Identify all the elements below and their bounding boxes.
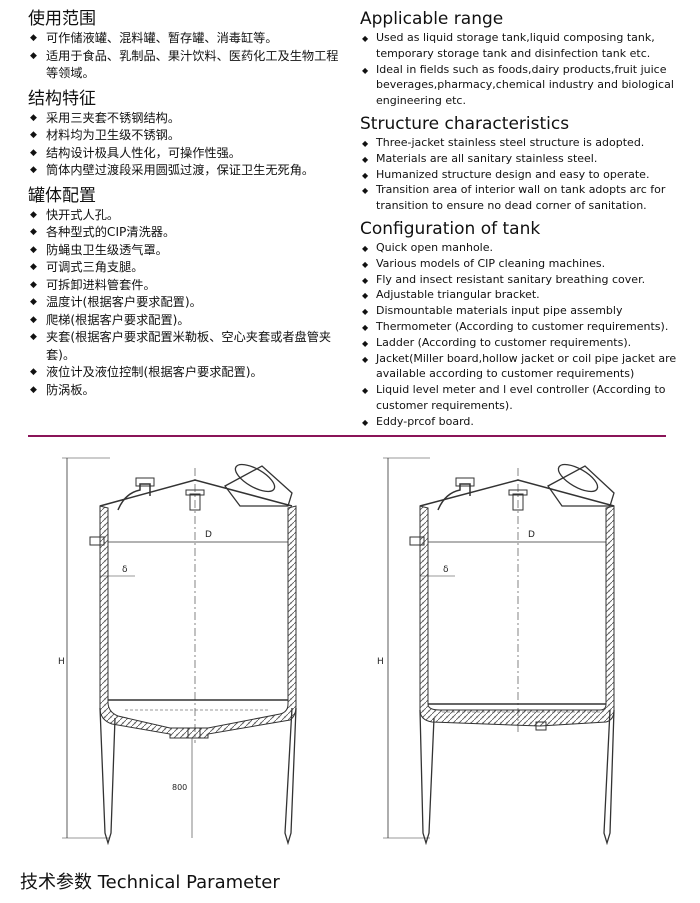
cn-config-title: 罐体配置 bbox=[28, 185, 96, 206]
en-struct-title: Structure characteristics bbox=[360, 113, 570, 134]
dim-d-label: D bbox=[528, 530, 535, 540]
cn-struct-title: 结构特征 bbox=[28, 88, 96, 109]
dim-h-label: H bbox=[58, 657, 65, 667]
list-item: 夹套(根据客户要求配置米勒板、空心夹套或者盘管夹套)。 bbox=[28, 329, 346, 364]
chinese-column: 使用范围 可作储液罐、混料罐、暂存罐、消毒缸等。 适用于食品、乳制品、果汁饮料、… bbox=[28, 0, 346, 399]
list-item: 快开式人孔。 bbox=[28, 207, 346, 225]
list-item: Eddy-prcof board. bbox=[360, 414, 680, 431]
tank-drawing-flat: H D δ bbox=[377, 457, 615, 846]
dim-h-label: H bbox=[377, 657, 384, 667]
dim-800-label: 800 bbox=[172, 783, 187, 792]
dim-d-label: D bbox=[205, 530, 212, 540]
en-struct-list: Three-jacket stainless steel structure i… bbox=[360, 135, 680, 214]
list-item: 防涡板。 bbox=[28, 382, 346, 400]
cn-range-list: 可作储液罐、混料罐、暂存罐、消毒缸等。 适用于食品、乳制品、果汁饮料、医药化工及… bbox=[28, 30, 346, 83]
list-item: 液位计及液位控制(根据客户要求配置)。 bbox=[28, 364, 346, 382]
list-item: 可调式三角支腿。 bbox=[28, 259, 346, 277]
list-item: 适用于食品、乳制品、果汁饮料、医药化工及生物工程等领域。 bbox=[28, 48, 346, 83]
list-item: 各种型式的CIP清洗器。 bbox=[28, 224, 346, 242]
en-config-title: Configuration of tank bbox=[360, 218, 541, 239]
list-item: Ladder (According to customer requiremen… bbox=[360, 335, 680, 352]
section-divider bbox=[28, 435, 666, 437]
list-item: Thermometer (According to customer requi… bbox=[360, 319, 680, 336]
english-column: Applicable range Used as liquid storage … bbox=[360, 0, 680, 430]
list-item: Ideal in fields such as foods,dairy prod… bbox=[360, 62, 680, 109]
list-item: 材料均为卫生级不锈钢。 bbox=[28, 127, 346, 145]
list-item: Adjustable triangular bracket. bbox=[360, 287, 680, 304]
tech-parameter-title: 技术参数 Technical Parameter bbox=[20, 872, 280, 893]
list-item: 结构设计极具人性化，可操作性强。 bbox=[28, 145, 346, 163]
cn-config-list: 快开式人孔。 各种型式的CIP清洗器。 防蝇虫卫生级透气罩。 可调式三角支腿。 … bbox=[28, 207, 346, 400]
en-config-list: Quick open manhole. Various models of CI… bbox=[360, 240, 680, 430]
list-item: 筒体内壁过渡段采用圆弧过渡，保证卫生无死角。 bbox=[28, 162, 346, 180]
list-item: Liquid level meter and l evel controller… bbox=[360, 382, 680, 414]
list-item: Quick open manhole. bbox=[360, 240, 680, 257]
list-item: 防蝇虫卫生级透气罩。 bbox=[28, 242, 346, 260]
list-item: 可作储液罐、混料罐、暂存罐、消毒缸等。 bbox=[28, 30, 346, 48]
en-range-list: Used as liquid storage tank,liquid compo… bbox=[360, 30, 680, 109]
list-item: Jacket(Miller board,hollow jacket or coi… bbox=[360, 351, 680, 383]
list-item: 爬梯(根据客户要求配置)。 bbox=[28, 312, 346, 330]
list-item: 温度计(根据客户要求配置)。 bbox=[28, 294, 346, 312]
dim-delta-label: δ bbox=[122, 565, 128, 575]
list-item: 可拆卸进料管套件。 bbox=[28, 277, 346, 295]
list-item: Various models of CIP cleaning machines. bbox=[360, 256, 680, 273]
list-item: Fly and insect resistant sanitary breath… bbox=[360, 272, 680, 289]
list-item: 采用三夹套不锈钢结构。 bbox=[28, 110, 346, 128]
list-item: Used as liquid storage tank,liquid compo… bbox=[360, 30, 680, 62]
list-item: Dismountable materials input pipe assemb… bbox=[360, 303, 680, 320]
list-item: Materials are all sanitary stainless ste… bbox=[360, 151, 680, 168]
list-item: Transition area of interior wall on tank… bbox=[360, 182, 680, 214]
cn-struct-list: 采用三夹套不锈钢结构。 材料均为卫生级不锈钢。 结构设计极具人性化，可操作性强。… bbox=[28, 110, 346, 180]
tank-drawings: H D δ 800 H bbox=[58, 457, 615, 846]
cn-range-title: 使用范围 bbox=[28, 9, 96, 29]
en-range-title: Applicable range bbox=[360, 9, 504, 29]
tank-drawing-cone: H D δ 800 bbox=[58, 457, 297, 846]
dim-delta-label: δ bbox=[443, 565, 449, 575]
list-item: Humanized structure design and easy to o… bbox=[360, 167, 680, 184]
list-item: Three-jacket stainless steel structure i… bbox=[360, 135, 680, 152]
